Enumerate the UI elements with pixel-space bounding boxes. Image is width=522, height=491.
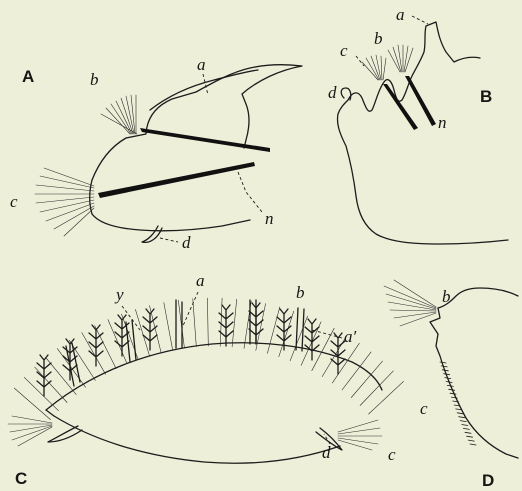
panel-a-label-a: a (197, 55, 206, 74)
panel-d-step-outline (430, 308, 518, 458)
panel-c-label-a: a (196, 271, 205, 290)
panel-a-label-d: d (182, 233, 191, 252)
panel-a: A a b (10, 55, 302, 252)
panel-a-leader-d (160, 238, 178, 242)
panel-a-setae-b (101, 95, 137, 134)
panel-b-label-b: b (374, 29, 383, 48)
panel-b-needle-left (383, 84, 418, 130)
panel-b-label-d: d (328, 83, 337, 102)
panel-b: B d c b a (328, 5, 508, 244)
panel-d-setae-b (384, 280, 436, 326)
panel-c: C (8, 271, 404, 488)
panel-letter-b: B (480, 87, 492, 106)
panel-b-label-n: n (438, 113, 447, 132)
panel-letter-a: A (22, 67, 34, 86)
panel-a-setae-c (35, 168, 94, 236)
panel-b-body-outline (337, 100, 508, 244)
panel-d-label-b: b (442, 287, 451, 306)
panel-c-label-b: b (296, 283, 305, 302)
panel-a-hook-d (142, 226, 162, 242)
panel-a-spine-a (150, 70, 258, 110)
panel-a-lower-outline (92, 214, 250, 231)
panel-a-label-n: n (265, 209, 274, 228)
panel-b-setae-c (362, 55, 386, 80)
panel-c-label-c: c (388, 445, 396, 464)
panel-letter-d: D (482, 471, 494, 490)
panel-c-label-a-prime: a′ (344, 327, 357, 346)
panel-a-label-c: c (10, 192, 18, 211)
panel-b-setae-b (388, 45, 413, 72)
panel-letter-c: C (15, 469, 27, 488)
panel-c-label-d: d (322, 443, 331, 462)
panel-c-branched-setae (37, 303, 345, 396)
panel-c-left-end (46, 410, 54, 416)
panel-a-needle-lower (98, 162, 255, 198)
panel-b-lobes-outline (348, 22, 480, 111)
panel-a-needle-upper (140, 128, 270, 152)
panel-a-leader-a (203, 74, 208, 95)
panel-c-lower-arc (54, 416, 340, 463)
panel-c-tuft-left (8, 416, 52, 446)
panel-c-leader-a (182, 292, 198, 328)
panel-d: D b c (384, 280, 518, 490)
panel-b-label-c: c (340, 41, 348, 60)
panel-d-label-c: c (420, 399, 428, 418)
panel-a-label-b: b (90, 70, 99, 89)
panel-b-label-a: a (396, 5, 405, 24)
panel-b-leader-a (412, 16, 428, 24)
panel-a-leader-n (238, 172, 262, 212)
panel-c-tuft-right (338, 420, 382, 450)
panel-b-leader-c (356, 56, 364, 66)
panel-c-label-y: y (114, 285, 124, 304)
